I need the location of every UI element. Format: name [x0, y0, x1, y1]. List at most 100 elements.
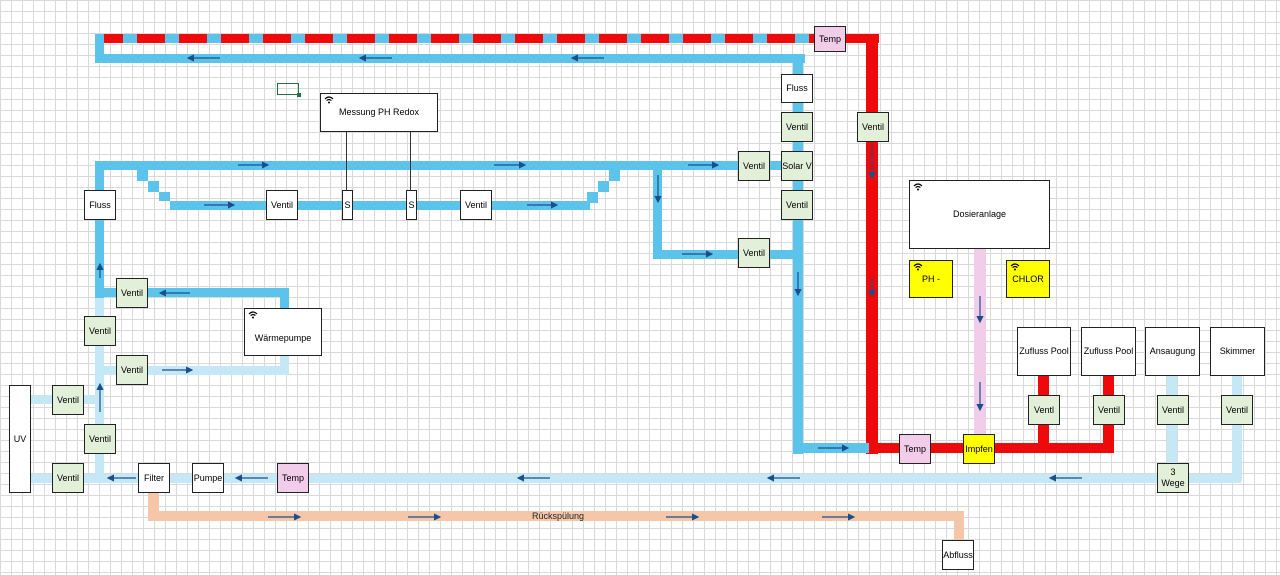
ventil-mid[interactable]: Ventil	[738, 238, 770, 268]
pipe-backwash-down	[148, 490, 159, 520]
pipe-top-red	[815, 34, 879, 43]
pipe-left-top-vertical	[95, 34, 104, 62]
dosieranlage-label: Dosieranlage	[952, 209, 1007, 219]
pipe-step	[148, 181, 159, 192]
zufluss-pool-1[interactable]: Zufluss Pool	[1017, 327, 1071, 376]
wifi-icon	[913, 263, 923, 271]
pipe-step	[609, 170, 620, 181]
drei-wege[interactable]: 3 Wege	[1157, 463, 1189, 493]
ventil-z1-label: Ventl	[1033, 404, 1055, 415]
ventil-uv1-label: Ventil	[56, 394, 80, 405]
pipe-skimmer	[1232, 375, 1242, 481]
pumpe-label: Pumpe	[193, 472, 223, 483]
sensor-s1[interactable]: S	[342, 190, 353, 220]
ventil-uv2[interactable]: Ventil	[52, 463, 84, 493]
ventil-ansaugung[interactable]: Ventil	[1157, 395, 1189, 425]
ventil-wp2[interactable]: Ventil	[116, 355, 148, 385]
pipe-ansaugung	[1167, 375, 1177, 481]
skimmer[interactable]: Skimmer	[1210, 327, 1265, 376]
temp-pink-label: Temp	[281, 472, 304, 483]
messung-ph-redox[interactable]: Messung PH Redox	[320, 93, 438, 132]
pipe-mid-branch-vertical	[653, 161, 662, 259]
pipe-red-vertical	[866, 34, 878, 454]
pumpe[interactable]: Pumpe	[192, 463, 224, 493]
skimmer-label: Skimmer	[1219, 346, 1256, 356]
ventil-uv2-label: Ventil	[56, 472, 80, 483]
abfluss[interactable]: Abfluss	[942, 540, 974, 570]
impfen[interactable]: Impfen	[963, 434, 995, 464]
pipe-top-blue	[95, 54, 805, 63]
fluss-left[interactable]: Fluss	[84, 190, 116, 220]
temp-bottom-label: Temp	[903, 443, 926, 454]
s2-label: S	[408, 199, 415, 210]
impfen-label: Impfen	[965, 443, 993, 454]
pipe-backwash-up	[954, 511, 964, 541]
ventil-wp1-label: Ventil	[120, 287, 144, 298]
wifi-icon	[324, 96, 334, 104]
sensor-s2[interactable]: S	[406, 190, 417, 220]
ventil-sv2[interactable]: Ventil	[781, 190, 813, 220]
fluss-left-label: Fluss	[89, 199, 111, 210]
chlor-label: CHLOR	[1012, 273, 1044, 284]
zufluss-pool-2[interactable]: Zufluss Pool	[1081, 327, 1136, 376]
pipe-step	[137, 170, 148, 181]
temp-top-label: Temp	[818, 33, 841, 44]
pipe-manifold-top	[95, 161, 797, 170]
ventil-z1[interactable]: Ventl	[1028, 395, 1060, 425]
rueckspuelung-label: Rückspülung	[532, 511, 585, 521]
solar-v[interactable]: Solar V	[781, 151, 813, 181]
pipe-right-bottom	[793, 443, 869, 453]
ventil-l2[interactable]: Ventil	[84, 424, 116, 454]
ventil-red-label: Ventil	[861, 121, 885, 132]
wifi-icon	[248, 311, 258, 319]
ventil-l1[interactable]: Ventil	[84, 316, 116, 346]
pipe-wp-flow	[95, 288, 288, 297]
uv-label: UV	[13, 433, 27, 444]
solar-v-label: Solar V	[782, 160, 812, 171]
pipe-wp-flow-vertical	[280, 288, 289, 310]
temp-pink[interactable]: Temp	[277, 463, 309, 493]
ventil-uv1[interactable]: Ventil	[52, 385, 84, 415]
wifi-icon	[913, 183, 923, 191]
ventil-b[interactable]: Ventil	[460, 190, 492, 220]
ventil-r1[interactable]: Ventil	[781, 112, 813, 142]
ventil-r1-label: Ventil	[785, 121, 809, 132]
temp-bottom[interactable]: Temp	[899, 434, 931, 464]
waermepumpe[interactable]: Wärmepumpe	[244, 308, 322, 356]
pipe-wp-return-vertical	[280, 355, 289, 375]
s1-label: S	[344, 199, 351, 210]
pipe-sensor-bypass	[170, 201, 590, 210]
ventil-red[interactable]: Ventil	[857, 112, 889, 142]
abfluss-label: Abfluss	[943, 549, 973, 560]
uv[interactable]: UV	[9, 385, 31, 493]
pipe-mid-branch	[653, 250, 797, 259]
ansaugung-label: Ansaugung	[1149, 346, 1196, 356]
pipe-backwash	[148, 511, 964, 521]
ventil-wp2-label: Ventil	[120, 364, 144, 375]
pipe-right-vertical	[793, 54, 803, 454]
fluss-right[interactable]: Fluss	[781, 74, 813, 103]
messung-label: Messung PH Redox	[338, 107, 420, 117]
pipe-main-return	[95, 474, 1241, 483]
sensor-line-1	[346, 132, 347, 190]
ventil-skimmer[interactable]: Ventil	[1221, 395, 1253, 425]
ventil-sv1[interactable]: Ventil	[738, 151, 770, 181]
fluss-right-label: Fluss	[786, 83, 808, 93]
temp-top[interactable]: Temp	[814, 26, 846, 52]
dosieranlage[interactable]: Dosieranlage	[909, 180, 1050, 249]
ansaugung[interactable]: Ansaugung	[1145, 327, 1200, 376]
pipe-step	[159, 192, 170, 201]
chlor[interactable]: CHLOR	[1006, 260, 1050, 298]
wifi-icon	[1010, 263, 1020, 271]
pipe-dosing	[974, 249, 986, 447]
pipe-top-dashed	[95, 34, 815, 43]
ventil-wp1[interactable]: Ventil	[116, 278, 148, 308]
cell-selection[interactable]	[277, 83, 301, 97]
ventil-z2[interactable]: Ventil	[1093, 395, 1125, 425]
ventil-a-label: Ventil	[270, 199, 294, 210]
pipe-step	[587, 192, 598, 203]
ph-minus[interactable]: PH -	[909, 260, 953, 298]
pipe-left-vertical	[95, 161, 104, 298]
ventil-a[interactable]: Ventil	[266, 190, 298, 220]
filter[interactable]: Filter	[138, 463, 170, 493]
